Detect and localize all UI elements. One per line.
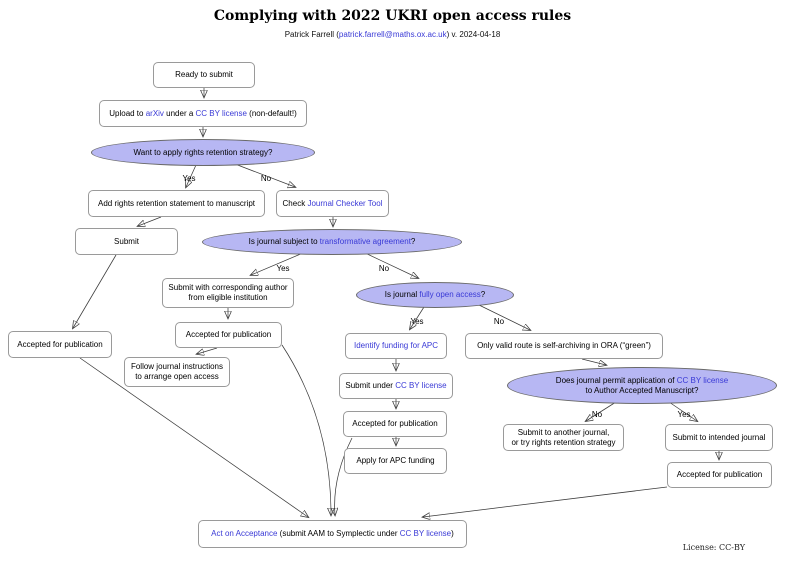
node-identify-apc-funding: Identify funding for APC xyxy=(345,333,447,359)
node-label: Submit to intended journal xyxy=(672,432,766,442)
node-label: Accepted for publication xyxy=(185,330,272,339)
node-act-on-acceptance: Act on Acceptance (submit AAM to Symplec… xyxy=(198,520,467,548)
edge-taq-oaq xyxy=(362,251,418,278)
edge-oaq-identify xyxy=(410,306,425,329)
link-cc-by-license[interactable]: CC BY license xyxy=(195,108,247,118)
node-ready-to-submit: Ready to submit xyxy=(153,62,255,88)
version-text: ) v. 2024-04-18 xyxy=(446,30,501,39)
node-add-rights-statement: Add rights retention statement to manusc… xyxy=(88,190,265,217)
author-name: Patrick Farrell ( xyxy=(284,30,339,39)
edge-label-no: No xyxy=(379,264,390,273)
link-cc-by-license[interactable]: CC BY license xyxy=(399,529,452,538)
node-label: Is journal subject to transformative agr… xyxy=(248,237,416,246)
page-subtitle: Patrick Farrell (patrick.farrell@maths.o… xyxy=(0,30,785,39)
node-label: Accepted for publication xyxy=(352,419,438,428)
edge-label-no: No xyxy=(494,317,505,326)
link-cc-by-license[interactable]: CC BY license xyxy=(676,375,729,385)
decision-rights-retention: Want to apply rights retention strategy? xyxy=(91,139,315,166)
node-label: Ready to submit xyxy=(175,70,233,79)
edge-ccbyq-intended xyxy=(668,401,697,421)
edge-label-no: No xyxy=(261,174,272,183)
edge-oaq-green xyxy=(478,304,530,330)
node-submit-intended-journal: Submit to intended journal xyxy=(665,424,773,451)
node-submit-another-journal: Submit to another journal,or try rights … xyxy=(503,424,624,451)
link-transformative-agreement[interactable]: transformative agreement xyxy=(319,237,411,246)
decision-cc-by-on-aam: Does journal permit application of CC BY… xyxy=(507,367,777,404)
node-accepted-for-publication: Accepted for publication xyxy=(175,322,282,348)
node-label: Accepted for publication xyxy=(17,339,103,349)
link-fully-open-access[interactable]: fully open access xyxy=(419,290,481,299)
node-green-route: Only valid route is self-archiving in OR… xyxy=(465,333,663,359)
node-upload-arxiv: Upload to arXiv under a CC BY license (n… xyxy=(99,100,307,127)
edge-green-ccbyq xyxy=(581,358,606,365)
node-label: Does journal permit application of CC BY… xyxy=(555,375,729,395)
node-label: Check Journal Checker Tool xyxy=(282,198,383,208)
edge-rightsq-addrights xyxy=(186,164,197,187)
link-journal-checker-tool[interactable]: Journal Checker Tool xyxy=(307,198,383,208)
decision-fully-open-access: Is journal fully open access? xyxy=(356,282,514,308)
edge-acceptedgreen-act xyxy=(423,486,668,517)
node-label: Submit under CC BY license xyxy=(345,381,447,390)
edge-label-yes: Yes xyxy=(182,174,195,183)
node-label: Act on Acceptance (submit AAM to Symplec… xyxy=(211,529,454,538)
decision-transformative-agreement: Is journal subject to transformative agr… xyxy=(202,229,462,255)
edge-addrights-submit xyxy=(138,216,162,226)
link-act-on-acceptance[interactable]: Act on Acceptance xyxy=(211,529,278,538)
node-label: Want to apply rights retention strategy? xyxy=(133,147,273,157)
node-label: Submit xyxy=(114,236,139,246)
node-label: Only valid route is self-archiving in OR… xyxy=(477,341,651,350)
edge-taq-submitcorr xyxy=(251,252,304,275)
link-cc-by-license[interactable]: CC BY license xyxy=(395,381,447,390)
link-identify-funding-for-apc[interactable]: Identify funding for APC xyxy=(353,341,439,350)
edge-acceptedta-follow xyxy=(197,347,218,354)
node-apply-apc-funding: Apply for APC funding xyxy=(344,448,447,474)
edge-label-yes: Yes xyxy=(410,317,423,326)
edge-ccbyq-another xyxy=(586,401,617,421)
edge-acceptedleft-act xyxy=(79,357,308,517)
link-arxiv[interactable]: arXiv xyxy=(145,108,164,118)
edge-label-no: No xyxy=(592,410,603,419)
page-title: Complying with 2022 UKRI open access rul… xyxy=(213,8,572,24)
license-note: License: CC-BY xyxy=(682,543,745,552)
node-accepted-for-publication: Accepted for publication xyxy=(8,331,112,358)
node-label: Apply for APC funding xyxy=(356,456,435,465)
email-link[interactable]: patrick.farrell@maths.ox.ac.uk xyxy=(338,30,447,39)
node-label: Upload to arXiv under a CC BY license (n… xyxy=(109,108,297,118)
edge-rightsq-checkjct xyxy=(234,163,295,187)
edge-label-yes: Yes xyxy=(276,264,289,273)
node-label: Accepted for publication xyxy=(676,470,763,479)
node-label: Is journal fully open access? xyxy=(384,290,486,299)
edge-label-yes: Yes xyxy=(677,410,690,419)
edge-acceptedapc-act xyxy=(335,437,353,515)
node-submit-under-cc-by: Submit under CC BY license xyxy=(339,373,453,399)
node-check-journal-checker: Check Journal Checker Tool xyxy=(276,190,389,217)
node-submit: Submit xyxy=(75,228,178,255)
node-accepted-for-publication: Accepted for publication xyxy=(667,462,772,488)
node-label: Submit to another journal,or try rights … xyxy=(511,427,616,447)
edge-submit-acceptedleft xyxy=(73,254,117,328)
node-label: Add rights retention statement to manusc… xyxy=(98,198,255,208)
node-accepted-for-publication: Accepted for publication xyxy=(343,411,447,437)
edge-acceptedta-act xyxy=(281,344,331,515)
